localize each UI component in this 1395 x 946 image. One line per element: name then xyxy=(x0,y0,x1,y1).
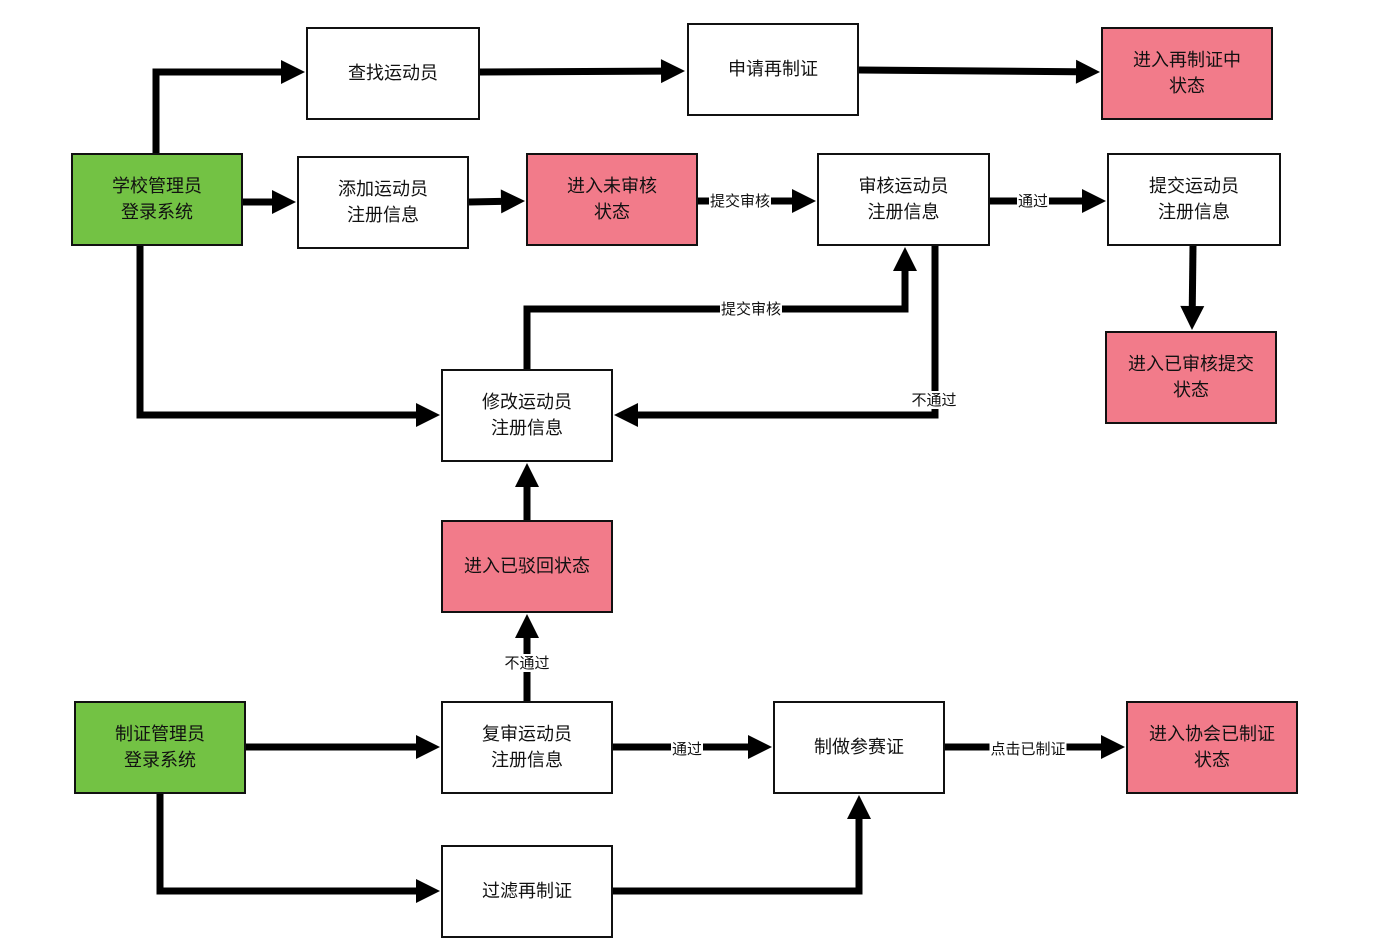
node-cert-admin: 制证管理员 登录系统 xyxy=(74,701,246,794)
edge-find-to-apply xyxy=(479,59,685,84)
edge-submit-to-reviewed xyxy=(1180,245,1205,330)
node-enter-reissuing: 进入再制证中 状态 xyxy=(1101,27,1273,120)
edge-certadmin-to-recheck xyxy=(246,735,440,759)
node-submit-athlete: 提交运动员 注册信息 xyxy=(1107,153,1281,246)
node-enter-rejected: 进入已驳回状态 xyxy=(441,520,613,613)
edge-rejected-to-modify xyxy=(515,463,539,520)
edge-review-to-modify xyxy=(614,246,939,427)
edge-add-to-unreviewed xyxy=(468,189,525,214)
node-enter-reviewed-submitted: 进入已审核提交 状态 xyxy=(1105,331,1277,424)
node-school-admin: 学校管理员 登录系统 xyxy=(71,153,243,246)
edge-label-click-certified: 点击已制证 xyxy=(989,740,1067,758)
edge-label-submit-review-2: 提交审核 xyxy=(719,300,783,318)
node-add-athlete: 添加运动员 注册信息 xyxy=(297,156,469,249)
edge-label-pass-1: 通过 xyxy=(1016,192,1050,210)
edge-label-fail-2: 不通过 xyxy=(503,654,551,672)
edge-certadmin-to-filter xyxy=(156,794,440,903)
edge-modify-to-review xyxy=(523,247,917,369)
node-enter-unreviewed: 进入未审核 状态 xyxy=(526,153,698,246)
edge-filter-to-make xyxy=(613,795,871,895)
edge-label-pass-2: 通过 xyxy=(670,740,704,758)
node-find-athlete: 查找运动员 xyxy=(306,27,480,120)
node-recheck-athlete: 复审运动员 注册信息 xyxy=(441,701,613,794)
node-modify-athlete: 修改运动员 注册信息 xyxy=(441,369,613,462)
edge-admin-to-modify xyxy=(136,246,440,427)
node-apply-reissue: 申请再制证 xyxy=(687,23,859,116)
node-make-cert: 制做参赛证 xyxy=(773,701,945,794)
edge-admin-to-find xyxy=(152,60,305,153)
edge-admin-to-add xyxy=(243,190,296,214)
node-review-athlete: 审核运动员 注册信息 xyxy=(817,153,990,246)
edge-apply-to-reissuing xyxy=(858,59,1100,84)
node-enter-assoc-certified: 进入协会已制证 状态 xyxy=(1126,701,1298,794)
edge-label-submit-review-1: 提交审核 xyxy=(708,192,772,210)
edge-label-fail-1: 不通过 xyxy=(910,391,958,409)
node-filter-reissue: 过滤再制证 xyxy=(441,845,613,938)
